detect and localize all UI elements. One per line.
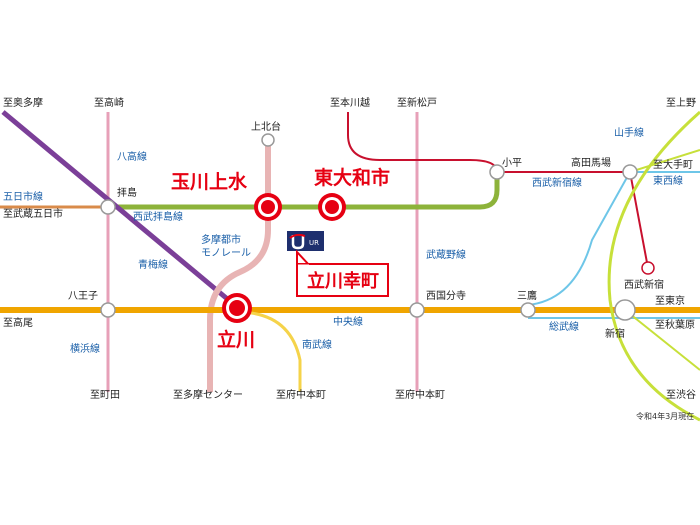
line-label-ome: 青梅線 (138, 258, 168, 271)
station-hachioji-marker[interactable] (100, 302, 116, 318)
station-kokubunji-marker[interactable] (409, 302, 425, 318)
line-label-haijima: 西武拝島線 (133, 210, 183, 223)
dest-ueno: 至上野 (666, 97, 696, 109)
line-label-chuo: 中央線 (333, 315, 363, 328)
station-tamagawajosui-marker[interactable] (254, 193, 282, 221)
dest-takasaki: 至高崎 (94, 96, 124, 109)
station-kodaira-marker[interactable] (489, 164, 505, 180)
seibu-haijima-line-path (108, 175, 500, 210)
dest-fuchu-honmachi-b: 至府中本町 (395, 388, 445, 401)
sobu-line-upper-path (527, 171, 631, 306)
seibu-kokubunji-line-path (347, 112, 498, 173)
line-label-yamanote: 山手線 (614, 126, 644, 139)
dest-honkawagoe: 至本川越 (330, 96, 370, 109)
ur-logo-text: UR (309, 239, 319, 247)
dest-machida: 至町田 (90, 389, 120, 401)
line-label-tozai: 東西線 (653, 174, 683, 187)
label-shinjuku: 新宿 (605, 327, 625, 340)
line-label-hachiko: 八高線 (117, 150, 147, 163)
line-label-itsukaichi: 五日市線 (3, 190, 43, 203)
station-haijima-marker[interactable] (100, 199, 116, 215)
ur-logo: UR (287, 231, 324, 251)
label-haijima: 拝島 (117, 186, 137, 199)
dest-okutama: 至奥多摩 (3, 96, 43, 109)
yamanote-line-path (607, 110, 700, 422)
label-higashiyamato: 東大和市 (314, 166, 390, 189)
station-kamikitadai-marker[interactable] (261, 133, 275, 147)
line-label-monorail-2: モノレール (201, 248, 251, 259)
station-shinjuku-marker[interactable] (614, 299, 636, 321)
line-label-sobu: 総武線 (549, 320, 579, 333)
label-tachikawa: 立川 (217, 328, 255, 351)
line-label-yokohama: 横浜線 (70, 342, 100, 355)
ome-line-path (1, 110, 239, 309)
dest-shinmatsudo: 至新松戸 (397, 96, 437, 109)
label-mitaka: 三鷹 (517, 289, 537, 302)
dest-takao: 至高尾 (3, 316, 33, 329)
monorail-path (207, 140, 271, 392)
label-kokubunji: 西国分寺 (426, 290, 466, 302)
label-kodaira: 小平 (502, 157, 522, 169)
dest-kamikitadai: 上北台 (251, 120, 281, 133)
yamanote-line-east-path (629, 149, 700, 173)
callout-box (296, 263, 389, 297)
dest-otemachi: 至大手町 (653, 158, 693, 171)
station-higashiyamato-marker[interactable] (318, 193, 346, 221)
station-tachikawa-marker[interactable] (222, 293, 252, 323)
callout-label: 立川幸町 (307, 270, 379, 292)
label-seibu-shinjuku: 西武新宿 (624, 278, 664, 291)
dest-fuchu-honmachi-a: 至府中本町 (276, 388, 326, 401)
as-of-note: 令和4年3月現在 (636, 411, 694, 421)
dest-shibuya: 至渋谷 (666, 388, 696, 401)
line-label-nambu: 南武線 (302, 338, 332, 351)
station-seibushinjuku-marker[interactable] (641, 261, 655, 275)
dest-tama-center: 至多摩センター (173, 388, 243, 401)
line-label-monorail-1: 多摩都市 (201, 233, 241, 246)
station-mitaka-marker[interactable] (520, 302, 536, 318)
station-takadanobaba-marker[interactable] (622, 164, 638, 180)
line-label-seibu-shinjuku: 西武新宿線 (532, 176, 582, 189)
label-hachioji: 八王子 (68, 290, 98, 302)
nambu-line-path (236, 310, 302, 392)
line-label-musashino: 武蔵野線 (426, 248, 466, 261)
dest-tokyo: 至東京 (655, 294, 685, 307)
yamanote-line-south-path (624, 309, 700, 371)
dest-musashi-itsukaichi: 至武蔵五日市 (3, 207, 63, 220)
label-takadanobaba: 高田馬場 (571, 156, 611, 169)
label-tamagawa-josui: 玉川上水 (171, 171, 248, 193)
dest-akihabara: 至秋葉原 (655, 318, 695, 331)
